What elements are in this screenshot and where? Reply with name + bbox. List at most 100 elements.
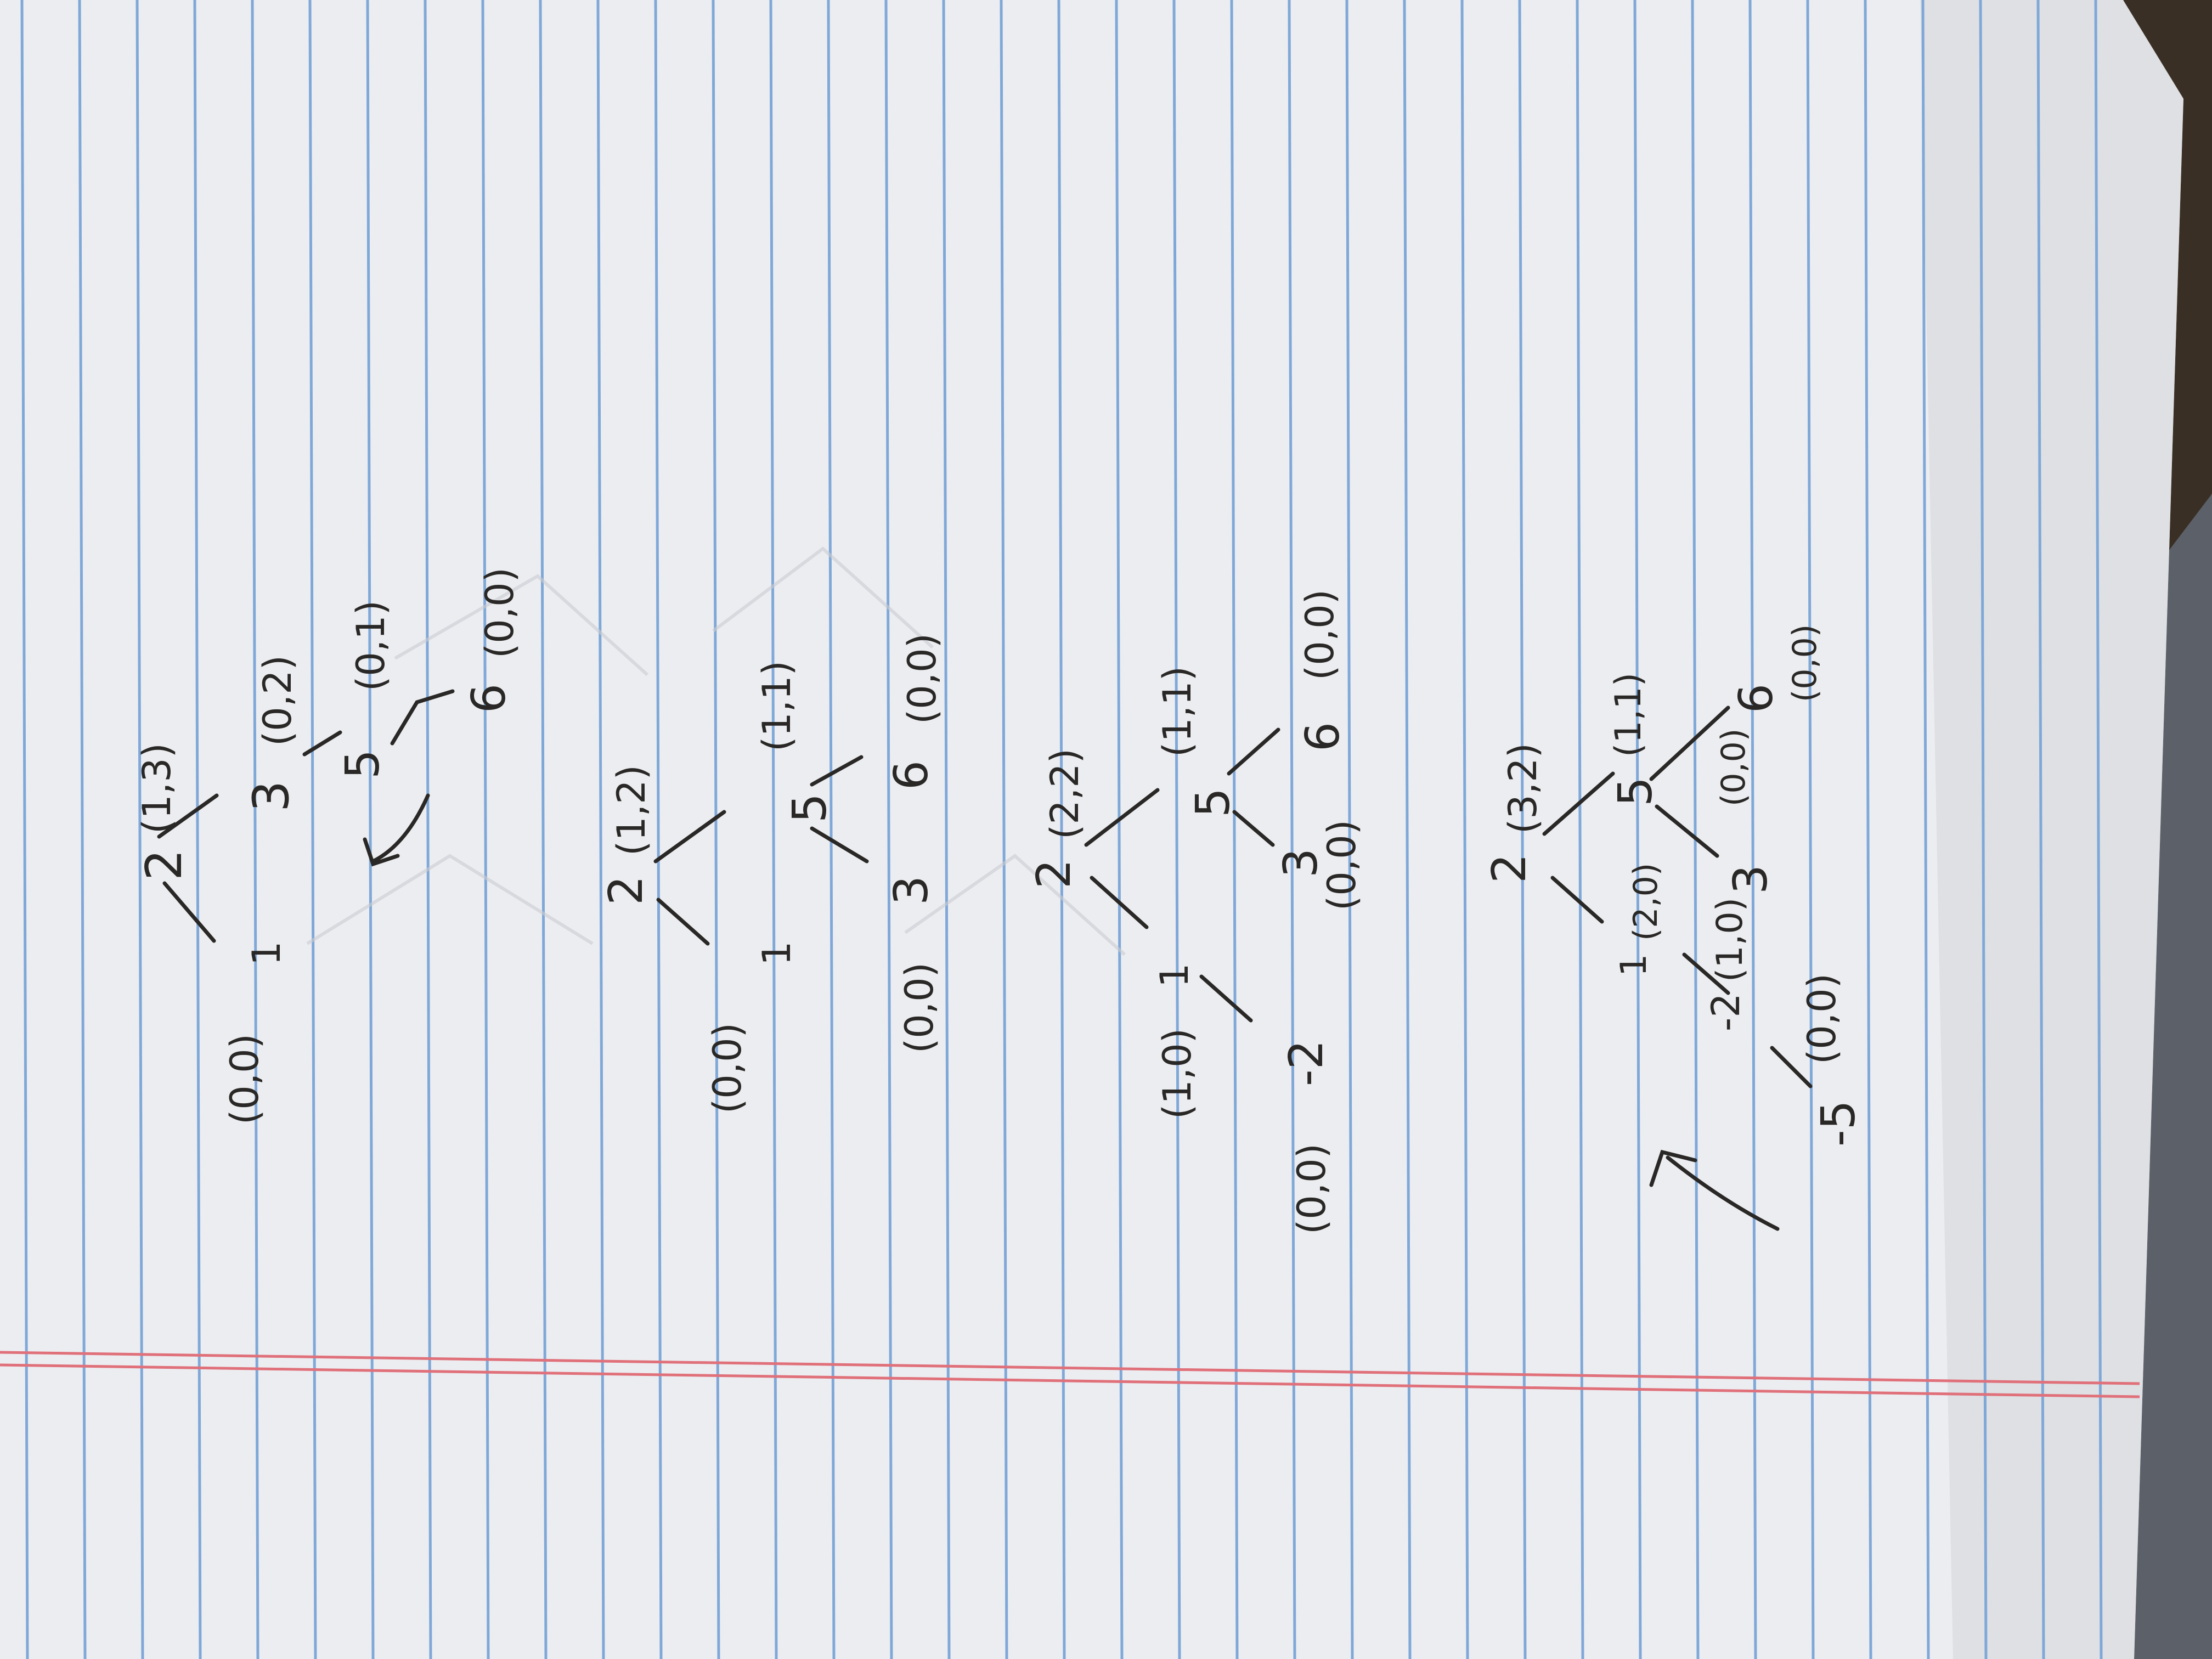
ruled-line-1 [78,0,87,1659]
tree-3-rl-value: 3 [1274,848,1328,878]
tree-2-root-value: 2 [599,876,653,905]
tree-4-rl-value: 3 [1724,865,1778,894]
ruled-line-10 [596,0,605,1659]
tree-3-ll-pair: (0,0) [1289,1143,1334,1234]
tree-1-arrow-head [363,837,400,867]
ruled-line-17 [1000,0,1008,1659]
ruled-line-11 [654,0,663,1659]
tree-4-rl-pair: (0,0) [1714,729,1753,806]
margin-line-1 [0,1351,2140,1385]
tree-4-root-value: 2 [1482,854,1537,883]
tree-2: 2 (1,2) 1 (0,0) 5 (1,1) 3 (0,0) 6 (0,0) [599,633,945,1114]
ruled-line-29 [1691,0,1700,1659]
tree-4-rr-pair: (0,0) [1786,624,1824,702]
ruled-line-5 [308,0,317,1659]
tree-3-rl-pair: (0,0) [1319,820,1364,911]
tree-4-edge-right-rl [1655,804,1719,858]
tree-2-edge-root-right [653,810,726,864]
tree-1-edges [157,689,455,943]
tree-2-edge-right-rl [810,826,869,864]
ruled-line-33 [1921,0,1930,1659]
tree-1-rr-value: 5 [336,749,390,779]
tree-3-root-value: 2 [1027,859,1081,889]
tree-3-edge-right-rl [1232,810,1275,847]
tree-4-left-pair: (2,0) [1627,863,1665,941]
tree-1-rrr-pair: (0,0) [477,567,522,658]
tree-2-rr-pair: (0,0) [900,633,945,724]
tree-1-right-pair: (0,2) [255,655,300,746]
ruled-line-27 [1576,0,1584,1659]
tree-1: 2 (1,3) 1 (0,0) 3 (0,2) 5 (0,1) 6 (0,0) [134,567,522,1125]
tree-1-root-pair: (1,3) [134,743,179,834]
tree-4-edge-ll-lll [1770,1046,1813,1088]
tree-4-arrow-head [1649,1149,1697,1187]
ruled-line-3 [193,0,202,1659]
tree-2-rr-value: 6 [884,760,939,790]
ruled-line-22 [1288,0,1296,1659]
tree-3-rr-pair: (0,0) [1297,589,1342,680]
ruled-line-23 [1345,0,1354,1659]
tree-1-edge-root-right [157,793,219,839]
ruled-line-28 [1633,0,1642,1659]
tree-3: 2 (2,2) 1 (1,0) -2 (0,0) 5 (1,1) 3 (0,0)… [1027,589,1364,1234]
tree-3-left-pair: (1,0) [1155,1028,1200,1119]
ruled-line-2 [136,0,144,1659]
tree-2-edge-right-rr [810,755,864,787]
tree-3-edge-right-rr [1227,727,1280,776]
margin-line-2 [0,1363,2140,1398]
ruled-line-12 [712,0,720,1659]
ruled-line-6 [366,0,375,1659]
tree-1-left-value: 1 [244,941,289,966]
ruled-line-30 [1748,0,1757,1659]
tree-1-arrow-curve [371,793,430,864]
tree-4-rr-value: 6 [1729,684,1784,713]
tree-2-edge-root-left [656,898,710,946]
tree-3-edges [1084,727,1280,1023]
tree-2-left-pair: (0,0) [705,1023,750,1114]
ruled-line-4 [251,0,259,1659]
tree-4-ll-pair: (1,0) [1709,898,1751,982]
tree-3-left-value: 1 [1152,963,1197,988]
bleed-stroke-3 [712,546,934,649]
ruled-line-0 [20,0,29,1659]
tree-4-root-pair: (3,2) [1500,743,1545,834]
bleed-through [306,546,1126,956]
tree-4: 2 (3,2) 1 (2,0) -2 (1,0) -5 (0,0) 5 (1,1… [1482,624,1866,1231]
ruled-line-8 [481,0,490,1659]
ruled-line-26 [1518,0,1527,1659]
tree-1-edge-rr-rrr [390,689,455,746]
tree-1-edge-right-rr [302,730,342,757]
tree-4-right-value: 5 [1609,777,1663,806]
tree-2-left-value: 1 [754,941,799,966]
bleed-stroke-4 [904,854,1126,956]
ruled-line-14 [827,0,836,1659]
tree-4-ll-value: -2 [1703,993,1748,1031]
tree-2-rl-pair: (0,0) [897,962,942,1053]
tree-3-root-pair: (2,2) [1042,748,1087,839]
tree-3-edge-root-right [1084,788,1160,847]
ruled-line-24 [1403,0,1412,1659]
tree-1-rrr-value: 6 [462,684,516,713]
tree-4-edges [1542,706,1813,1231]
tree-3-edge-root-left [1090,876,1149,929]
tree-4-edge-root-left [1550,876,1604,924]
tree-4-left-value: 1 [1613,954,1655,977]
tree-1-left-pair: (0,0) [222,1034,267,1125]
tree-1-right-value: 3 [242,781,300,812]
tree-4-right-pair: (1,1) [1608,673,1649,757]
tree-4-arrow-curve [1666,1155,1780,1231]
tree-3-rr-value: 6 [1296,722,1350,752]
ruled-line-31 [1806,0,1815,1659]
tree-2-edges [653,755,869,946]
tree-3-right-pair: (1,1) [1155,666,1200,757]
bleed-stroke-2 [394,574,649,676]
tree-4-edge-right-rr [1649,706,1730,781]
tree-3-right-value: 5 [1186,788,1240,817]
tree-2-right-value: 5 [783,793,837,823]
tree-2-root-pair: (1,2) [609,765,654,856]
ruled-line-25 [1460,0,1469,1659]
ruled-line-13 [769,0,778,1659]
ruled-line-18 [1057,0,1066,1659]
